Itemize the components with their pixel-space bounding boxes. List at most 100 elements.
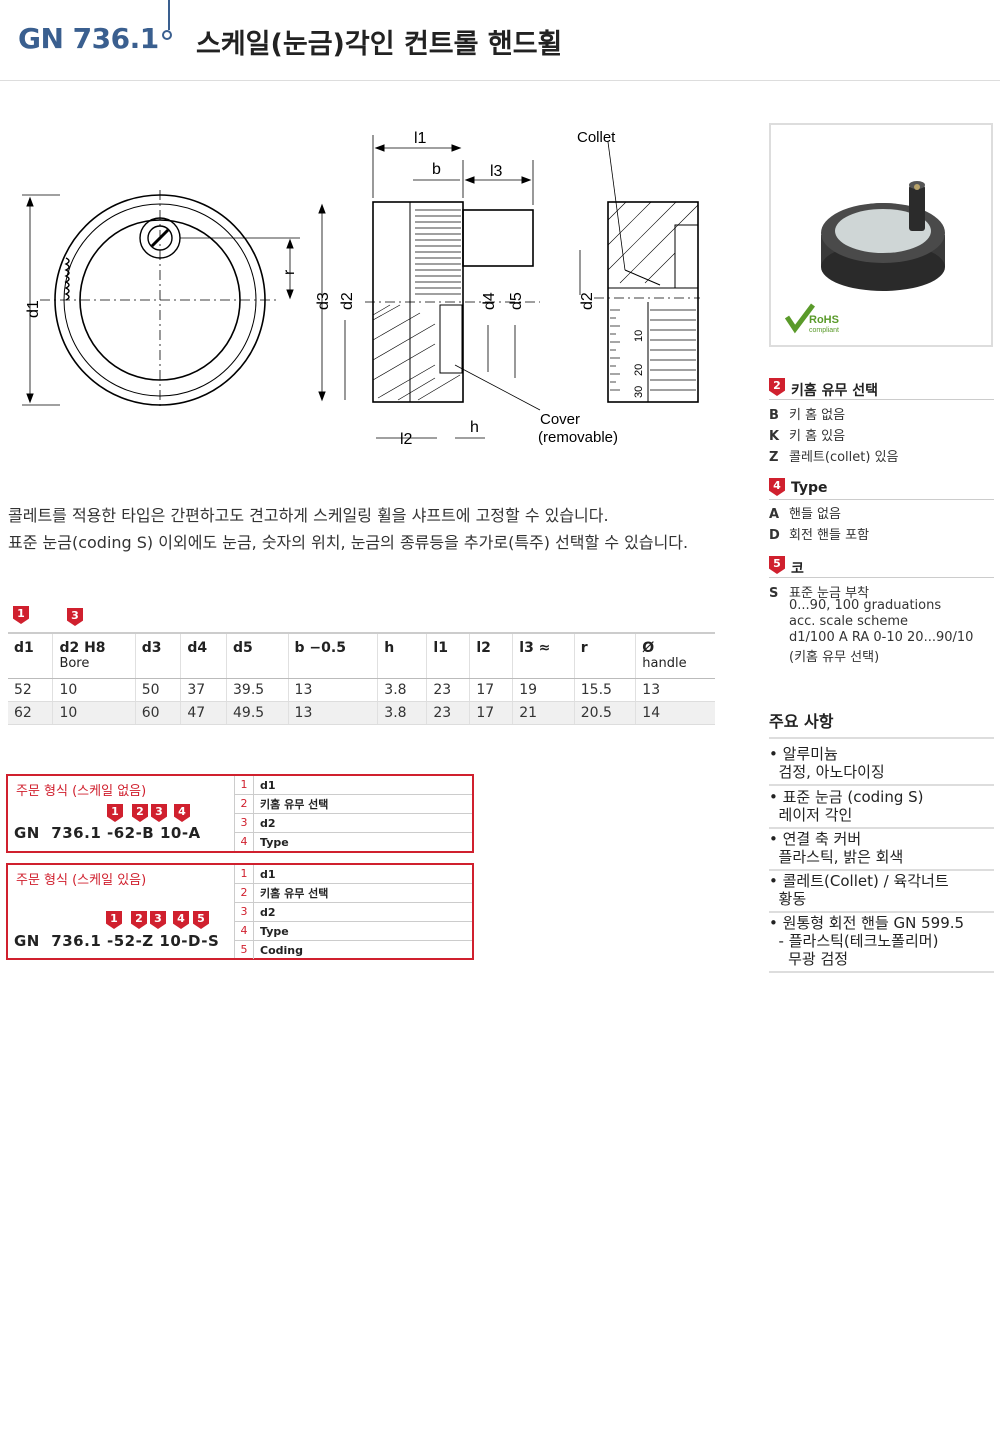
table-cell: 17 (469, 701, 513, 725)
order-label: 주문 형식 (스케일 있음) (16, 873, 147, 888)
d4-label: d4 (481, 292, 498, 310)
table-cell: 52 (8, 678, 53, 702)
order-badges: 1 2 3 4 (107, 804, 190, 822)
col-header: d1 (8, 632, 53, 679)
col-header: b −0.5 (287, 632, 378, 679)
d2-section-label: d2 (579, 292, 596, 310)
option-badge-5: 5 (769, 556, 785, 574)
section-view: 10 20 30 Collet d2 (577, 129, 700, 403)
table-cell: 13 (287, 678, 378, 702)
coding-rule (769, 577, 994, 578)
page-title: 스케일(눈금)각인 컨트롤 핸드휠 (196, 29, 563, 60)
table-row: 52 10 50 37 39.5 13 3.8 23 17 19 15.5 13 (8, 678, 715, 702)
rohs-sub: compliant (809, 327, 839, 334)
badge-3: 3 (150, 911, 166, 929)
legend-row: 5 Coding (235, 941, 472, 959)
coding-title: 코 (791, 561, 804, 577)
table-cell: 23 (426, 678, 470, 702)
d2-label: d2 (339, 292, 356, 310)
legend-num: 1 (235, 776, 254, 794)
notes-title: 주요 사항 (769, 712, 834, 731)
legend-text: Type (260, 924, 289, 938)
legend-text: Coding (260, 943, 303, 957)
collet-label: Collet (577, 129, 616, 146)
order-badges: 1 2 3 4 5 (106, 911, 209, 929)
marker-d1: 1 (13, 606, 29, 624)
description-line-2: 표준 눈금(coding S) 이외에도 눈금, 숫자의 위치, 눈금의 종류등… (8, 533, 689, 552)
col-header: h (377, 632, 427, 679)
legend-num: 5 (235, 941, 254, 959)
d1-label: d1 (25, 300, 42, 318)
table-cell: 47 (180, 701, 227, 725)
legend-text: 키홈 유무 선택 (260, 798, 329, 811)
coding-line-2: 0...90, 100 graduations (789, 598, 942, 613)
scale-20-label: 20 (633, 364, 645, 376)
order-example-with-scale: 주문 형식 (스케일 있음) 1 2 3 4 5 GN 736.1 -52-Z … (6, 863, 474, 960)
product-photo: RoHS compliant (769, 123, 993, 347)
front-view: d1 r (22, 190, 300, 410)
table-cell: 39.5 (226, 678, 289, 702)
keyway-rule (769, 399, 994, 400)
col-header: l2 (469, 632, 513, 679)
d3-label: d3 (315, 292, 332, 310)
note-item: • 알루미늄 검정, 아노다이징 (769, 745, 994, 786)
legend-num: 4 (235, 922, 254, 940)
table-cell: 62 (8, 701, 53, 725)
table-cell: 19 (512, 678, 575, 702)
badge-5: 5 (193, 911, 209, 929)
col-header: d4 (180, 632, 227, 679)
d5-label: d5 (508, 292, 525, 310)
type-title: Type (791, 480, 828, 496)
type-rule (769, 499, 994, 500)
option-badge-4: 4 (769, 478, 785, 496)
option-badge-2: 2 (769, 378, 785, 396)
badge-4: 4 (174, 804, 190, 822)
l1-label: l1 (414, 130, 427, 147)
coding-line-5: (키홈 유무 선택) (789, 650, 880, 665)
l2-label: l2 (400, 431, 413, 448)
legend-row: 1 d1 (235, 776, 472, 795)
col-header: r (573, 632, 636, 679)
col-header: l3 ≈ (512, 632, 575, 679)
table-row: 62 10 60 47 49.5 13 3.8 23 17 21 20.5 14 (8, 701, 715, 725)
table-cell: 3.8 (377, 678, 427, 702)
coding-line-3: acc. scale scheme (789, 614, 908, 629)
scale-10-label: 10 (633, 330, 645, 342)
badge-2: 2 (131, 911, 147, 929)
technical-drawing: d1 r l1 (22, 129, 700, 448)
badge-1: 1 (107, 804, 123, 822)
table-cell: 10 (52, 678, 136, 702)
notes-rule (769, 737, 994, 739)
table-cell: 13 (635, 678, 715, 702)
b-label: b (432, 161, 441, 178)
legend-row: 2 키홈 유무 선택 (235, 795, 472, 814)
order-label: 주문 형식 (스케일 없음) (16, 784, 147, 799)
legend-num: 3 (235, 903, 254, 921)
legend-text: 키홈 유무 선택 (260, 887, 329, 900)
side-view: l1 b l3 d3 d2 d4 d5 l2 h Cover (removabl… (315, 130, 618, 448)
legend-num: 2 (235, 795, 254, 813)
col-header: d3 (134, 632, 181, 679)
legend-num: 3 (235, 814, 254, 832)
order-code: GN 736.1 -62-B 10-A (14, 824, 201, 842)
table-cell: 21 (512, 701, 575, 725)
table-cell: 37 (180, 678, 227, 702)
note-item: • 표준 눈금 (coding S) 레이저 각인 (769, 788, 994, 829)
header-divider-dot (162, 30, 172, 40)
legend-num: 1 (235, 865, 254, 883)
table-cell: 23 (426, 701, 470, 725)
removable-label: (removable) (538, 429, 618, 446)
legend-num: 4 (235, 833, 254, 851)
legend-text: d1 (260, 778, 276, 792)
table-cell: 14 (635, 701, 715, 725)
legend-row: 4 Type (235, 922, 472, 941)
